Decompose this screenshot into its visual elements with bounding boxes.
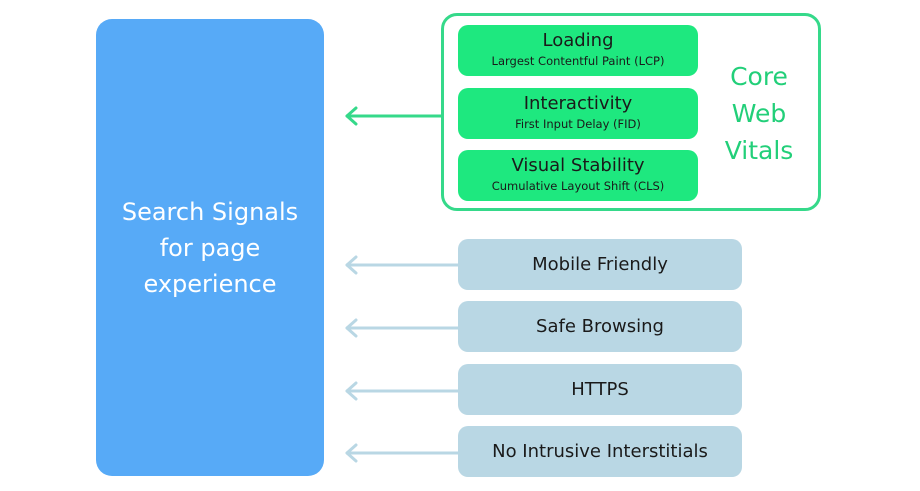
metric-full-name: Cumulative Layout Shift (CLS) bbox=[491, 179, 665, 193]
metric-loading: Loading Largest Contentful Paint (LCP) bbox=[458, 25, 698, 76]
signal-arrow bbox=[345, 255, 460, 275]
metric-visual-stability: Visual Stability Cumulative Layout Shift… bbox=[458, 150, 698, 201]
metric-full-name: First Input Delay (FID) bbox=[515, 117, 641, 131]
signal-arrow bbox=[345, 381, 460, 401]
signal-safe-browsing: Safe Browsing bbox=[458, 301, 742, 352]
signal-mobile-friendly: Mobile Friendly bbox=[458, 239, 742, 290]
signal-arrow bbox=[345, 318, 460, 338]
metric-full-name: Largest Contentful Paint (LCP) bbox=[491, 54, 665, 68]
signal-arrow bbox=[345, 443, 460, 463]
page-experience-title: Search Signals for page experience bbox=[121, 197, 299, 298]
page-experience-box: Search Signals for page experience bbox=[96, 19, 324, 476]
cwv-arrow bbox=[345, 106, 443, 126]
signal-label: HTTPS bbox=[571, 379, 629, 400]
core-web-vitals-label: Core Web Vitals bbox=[724, 62, 794, 165]
metric-name: Visual Stability bbox=[511, 155, 645, 176]
metric-name: Loading bbox=[542, 30, 614, 51]
metric-name: Interactivity bbox=[523, 93, 633, 114]
signal-no-intrusive-interstitials: No Intrusive Interstitials bbox=[458, 426, 742, 477]
core-web-vitals-group bbox=[441, 13, 821, 211]
signal-label: Safe Browsing bbox=[536, 316, 664, 337]
metric-interactivity: Interactivity First Input Delay (FID) bbox=[458, 88, 698, 139]
signal-https: HTTPS bbox=[458, 364, 742, 415]
signal-label: No Intrusive Interstitials bbox=[492, 441, 708, 462]
signal-label: Mobile Friendly bbox=[532, 254, 668, 275]
